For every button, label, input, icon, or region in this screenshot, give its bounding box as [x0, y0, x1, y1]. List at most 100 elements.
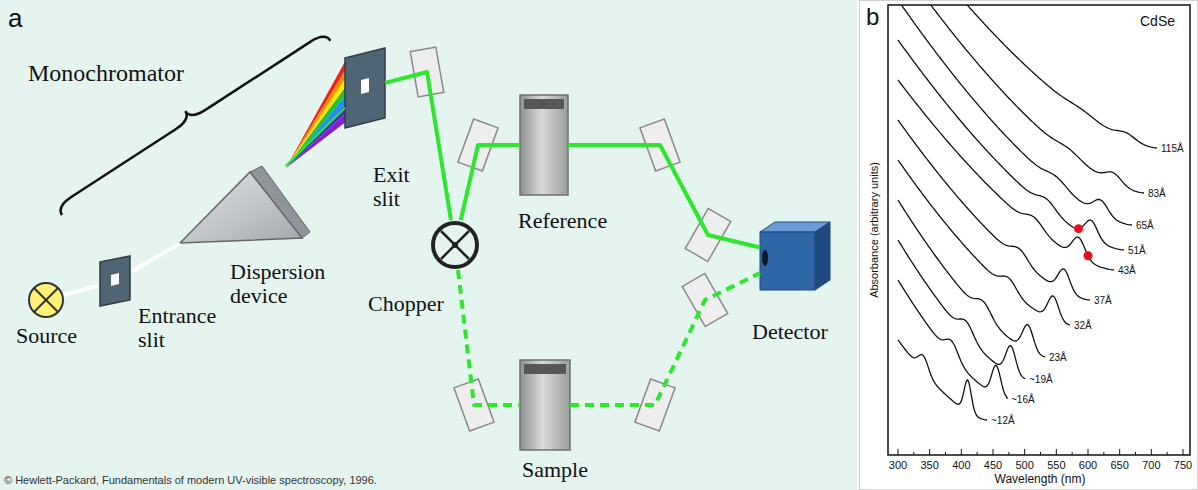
absorbance-curve [898, 120, 1090, 300]
spectrum-fan [286, 85, 347, 168]
spectrum-fan [286, 76, 347, 168]
spectrum-fan [286, 58, 347, 168]
curly-brace [51, 24, 330, 215]
light-beam [64, 286, 98, 295]
tick-label: 550 [1047, 459, 1065, 471]
axis-tick [1056, 449, 1057, 455]
axis-tick [1151, 449, 1152, 455]
component-label: Exit slit [373, 163, 425, 211]
copyright-note: © Hewlett-Packard, Fundamentals of moder… [4, 474, 377, 486]
detector-window [762, 250, 768, 266]
size-label: ~19Å [1028, 374, 1054, 385]
panel-background [0, 0, 857, 490]
tick-label: 650 [1110, 459, 1128, 471]
absorbance-curve [898, 280, 1007, 399]
light-beam [286, 108, 345, 166]
panel-letter: b [866, 4, 879, 30]
axis-tick [898, 449, 899, 455]
sample-cuvette: Sample [520, 360, 570, 450]
chopper: Chopper [430, 220, 480, 270]
size-label: 115Å [1160, 143, 1185, 154]
size-label: 43Å [1117, 265, 1137, 276]
absorbance-curve [898, 160, 1070, 325]
tick-label: 600 [1079, 459, 1097, 471]
size-label: 37Å [1093, 295, 1113, 306]
light-source: Source [28, 282, 64, 318]
tick-label: 300 [889, 459, 907, 471]
axis-ticks [898, 449, 1183, 455]
size-label: ~16Å [1010, 394, 1036, 405]
slit-plate [100, 256, 130, 306]
absorbance-curve [898, 5, 1157, 148]
detector: Detector [760, 222, 830, 290]
panel-letter: a [8, 4, 22, 33]
axis-tick [1119, 449, 1120, 455]
absorbance-curve [898, 40, 1124, 250]
lamp-symbol [34, 288, 58, 312]
cuvette-opening [524, 99, 564, 109]
reference-cuvette: Reference [520, 95, 568, 195]
axis-tick [993, 449, 994, 455]
spectrum-fan [286, 67, 347, 168]
cuvette [520, 360, 570, 450]
spectrum-fan [286, 94, 347, 168]
chopper-spoke [441, 231, 469, 259]
exit-slit: Exit slit [345, 48, 385, 128]
size-label: 51Å [1127, 245, 1147, 256]
absorbance-curve [898, 340, 987, 420]
axis-tick [929, 449, 930, 455]
mirror [635, 379, 675, 431]
marker-dot [1074, 224, 1083, 233]
absorbance-curve [898, 5, 1132, 225]
entrance-slit: Entrance slit [98, 256, 132, 306]
chopper-hub [452, 242, 458, 248]
light-beam [458, 270, 520, 405]
detector-box [815, 222, 830, 290]
size-label: 65Å [1135, 220, 1155, 231]
spectra [898, 5, 1157, 420]
absorbance-curve [898, 200, 1045, 357]
lamp-symbol [34, 288, 58, 312]
light-beam [570, 273, 760, 405]
axis-tick [1088, 449, 1089, 455]
tick-label: 400 [952, 459, 970, 471]
tick-label: 500 [1015, 459, 1033, 471]
axis-title: Absorbance (arbitrary units) [868, 162, 880, 298]
light-beam [132, 244, 180, 272]
cuvette [520, 95, 568, 195]
chopper-spoke [441, 231, 469, 259]
component-label: Sample [522, 458, 588, 482]
prism-face [180, 172, 302, 243]
component-label: Entrance slit [138, 304, 230, 352]
absorbance-curve [898, 5, 1144, 193]
component-label: Detector [752, 320, 828, 344]
tick-label: 350 [920, 459, 938, 471]
lamp-symbol [29, 283, 63, 317]
size-label: 83Å [1147, 188, 1167, 199]
spectrum-fan [286, 112, 347, 168]
panel-background [860, 1, 1198, 490]
component-label: Reference [518, 209, 607, 233]
component-label: Dispersion device [230, 260, 342, 308]
marker-dot [1084, 251, 1093, 260]
tick-label: 700 [1142, 459, 1160, 471]
axis-tick [1183, 449, 1184, 455]
component-label: Source [16, 324, 77, 348]
slit-opening [111, 273, 119, 286]
size-label: 23Å [1048, 352, 1068, 363]
tick-label: 450 [984, 459, 1002, 471]
axis-tick [961, 449, 962, 455]
tick-label: 750 [1174, 459, 1192, 471]
cuvette-opening [524, 364, 566, 374]
chopper-wheel [433, 223, 477, 267]
size-label: 32Å [1073, 320, 1093, 331]
spectrum-fan [286, 103, 347, 168]
axis-title: Wavelength (nm) [995, 473, 1086, 486]
slit-opening [361, 78, 369, 94]
chart-title: CdSe [1140, 14, 1175, 29]
size-label: ~12Å [990, 415, 1016, 426]
detector-box [760, 232, 815, 290]
plot-frame [888, 5, 1190, 455]
slit-plate [345, 48, 385, 128]
dispersion-prism: Dispersion device [180, 166, 310, 246]
